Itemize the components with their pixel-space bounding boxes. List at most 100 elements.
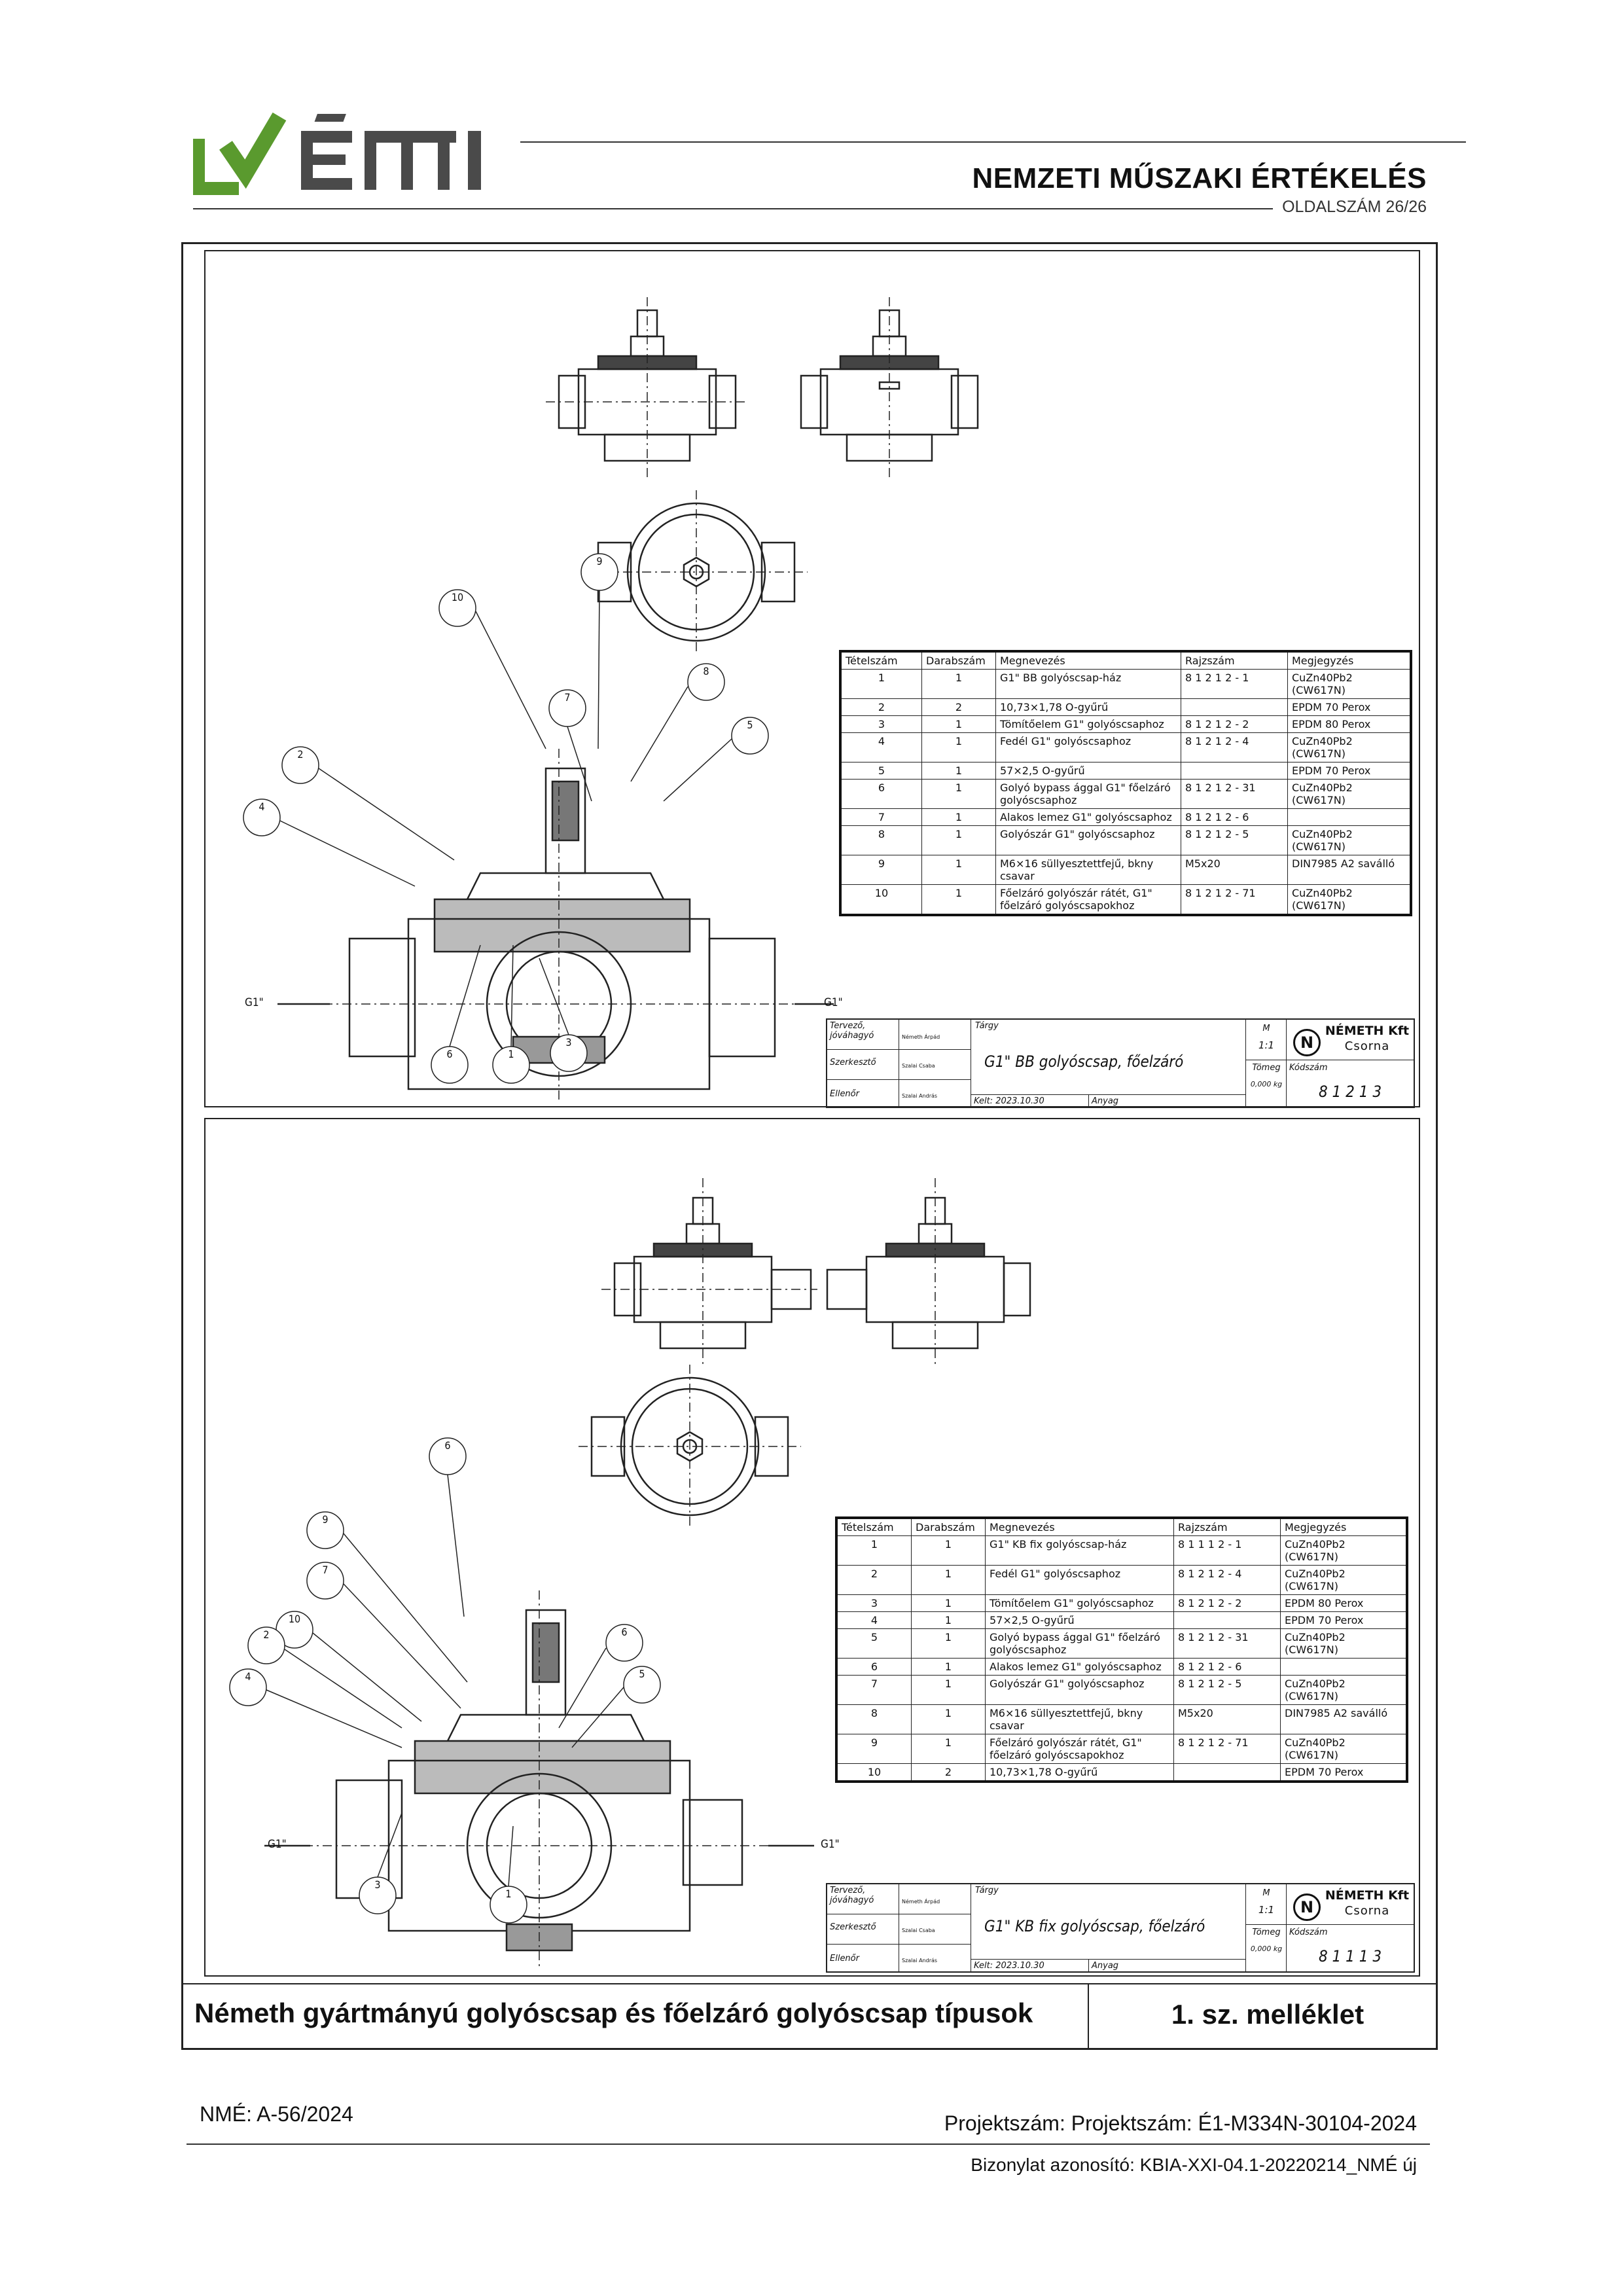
table-cell: Golyószár G1" golyóscsaphoz <box>985 1675 1174 1705</box>
table-cell: Alakos lemez G1" golyóscsaphoz <box>995 808 1181 826</box>
tb-label: Ellenőr <box>830 1089 859 1099</box>
table-cell: 8 1 2 1 2 - 4 <box>1181 732 1288 762</box>
tb-subject: G1" KB fix golyóscsap, főelzáró <box>984 1917 1205 1935</box>
tb-mass: 0,000 kg <box>1250 1945 1283 1953</box>
table-cell: 10,73×1,78 O-gyűrű <box>985 1763 1174 1782</box>
table-cell: EPDM 70 Perox <box>1287 698 1412 716</box>
part-ref-label: 6 <box>446 1048 453 1060</box>
table-cell: DIN7985 A2 saválló <box>1287 855 1412 885</box>
footer-certificate: Bizonylat azonosító: KBIA-XXI-04.1-20220… <box>971 2155 1417 2175</box>
table-cell <box>1181 698 1288 716</box>
part-ref-label: 1 <box>505 1888 512 1900</box>
table-cell: 8 1 2 1 2 - 5 <box>1173 1675 1281 1705</box>
title-block-2: Tervező, jóváhagyó Szerkesztő Ellenőr Né… <box>826 1883 1415 1973</box>
table-cell: 8 1 1 1 2 - 1 <box>1173 1535 1281 1566</box>
tb-scale-label: M <box>1262 1888 1270 1898</box>
table-cell: 2 <box>921 698 996 716</box>
thread-label-right: G1" <box>824 996 843 1009</box>
column-header: Tételszám <box>840 651 922 670</box>
table-cell: 1 <box>911 1565 986 1595</box>
table-cell: EPDM 70 Perox <box>1280 1763 1408 1782</box>
nemeth-logo-icon: N <box>1293 1893 1321 1921</box>
table-cell: 1 <box>911 1675 986 1705</box>
table-cell: 1 <box>911 1535 986 1566</box>
table-cell: 1 <box>911 1594 986 1612</box>
table-cell: Golyószár G1" golyóscsaphoz <box>995 825 1181 855</box>
footer-project: Projektszám: Projektszám: É1-M334N-30104… <box>944 2111 1417 2135</box>
table-cell: Golyó bypass ággal G1" főelzáró golyóscs… <box>985 1628 1174 1659</box>
tb-city: Csorna <box>1344 1039 1390 1053</box>
tb-subject-label: Tárgy <box>975 1021 999 1031</box>
table-cell: 5 <box>840 762 922 780</box>
table-cell: CuZn40Pb2 (CW617N) <box>1287 884 1412 916</box>
tb-name: Szalai András <box>902 1958 938 1964</box>
tb-mass-label: Tömeg <box>1252 1063 1281 1073</box>
table-cell: 3 <box>840 715 922 733</box>
tb-code-label: Kódszám <box>1289 1928 1328 1937</box>
footer-rule <box>187 2144 1430 2145</box>
tb-name: Szalai Csaba <box>902 1063 935 1069</box>
part-ref-label: 1 <box>508 1048 514 1060</box>
table-cell: 1 <box>836 1535 912 1566</box>
tb-company: NÉMETH Kft <box>1325 1888 1410 1903</box>
table-cell: CuZn40Pb2 (CW617N) <box>1280 1734 1408 1764</box>
tb-subject-label: Tárgy <box>975 1886 999 1895</box>
part-ref-label: 2 <box>297 748 304 761</box>
table-cell: M5x20 <box>1181 855 1288 885</box>
part-ref-label: 7 <box>322 1564 329 1576</box>
part-ref-label: 6 <box>444 1439 451 1452</box>
column-header: Darabszám <box>911 1517 986 1536</box>
part-ref-label: 3 <box>374 1878 381 1891</box>
table-cell: 1 <box>921 762 996 780</box>
table-cell: Alakos lemez G1" golyóscsaphoz <box>985 1658 1174 1676</box>
table-cell: M6×16 süllyesztettfejű, bkny csavar <box>995 855 1181 885</box>
table-cell: CuZn40Pb2 (CW617N) <box>1280 1535 1408 1566</box>
table-cell: Főelzáró golyószár rátét, G1" főelzáró g… <box>985 1734 1174 1764</box>
emi-logo <box>192 105 501 209</box>
table-cell: CuZn40Pb2 (CW617N) <box>1280 1565 1408 1595</box>
tb-label: Tervező, jóváhagyó <box>830 1886 874 1905</box>
column-header: Megnevezés <box>995 651 1181 670</box>
valve-drawing-1 <box>243 297 979 1102</box>
caption-title: Németh gyártmányú golyóscsap és főelzáró… <box>194 1998 1033 2028</box>
table-cell: Golyó bypass ággal G1" főelzáró golyóscs… <box>995 779 1181 809</box>
table-cell: 8 1 2 1 2 - 6 <box>1173 1658 1281 1676</box>
column-header: Megjegyzés <box>1287 651 1412 670</box>
tb-name: Németh Árpád <box>902 1034 940 1040</box>
table-cell: Fedél G1" golyóscsaphoz <box>995 732 1181 762</box>
table-cell: EPDM 80 Perox <box>1287 715 1412 733</box>
part-ref-label: 10 <box>288 1613 301 1625</box>
table-cell: Fedél G1" golyóscsaphoz <box>985 1565 1174 1595</box>
table-cell: EPDM 80 Perox <box>1280 1594 1408 1612</box>
table-cell: 10,73×1,78 O-gyűrű <box>995 698 1181 716</box>
table-cell: 2 <box>911 1763 986 1782</box>
part-ref-label: 4 <box>259 800 265 813</box>
table-cell: 8 1 2 1 2 - 71 <box>1173 1734 1281 1764</box>
table-cell: M6×16 süllyesztettfejű, bkny csavar <box>985 1704 1174 1734</box>
table-cell: DIN7985 A2 saválló <box>1280 1704 1408 1734</box>
part-ref-label: 6 <box>621 1626 628 1638</box>
column-header: Tételszám <box>836 1517 912 1536</box>
table-cell <box>1280 1658 1408 1676</box>
column-header: Rajzszám <box>1181 651 1288 670</box>
part-ref-label: 7 <box>564 691 571 704</box>
table-cell: 1 <box>911 1658 986 1676</box>
tb-mass: 0,000 kg <box>1250 1080 1283 1088</box>
column-header: Darabszám <box>921 651 996 670</box>
part-ref-label: 8 <box>703 665 709 677</box>
table-cell: CuZn40Pb2 (CW617N) <box>1287 732 1412 762</box>
